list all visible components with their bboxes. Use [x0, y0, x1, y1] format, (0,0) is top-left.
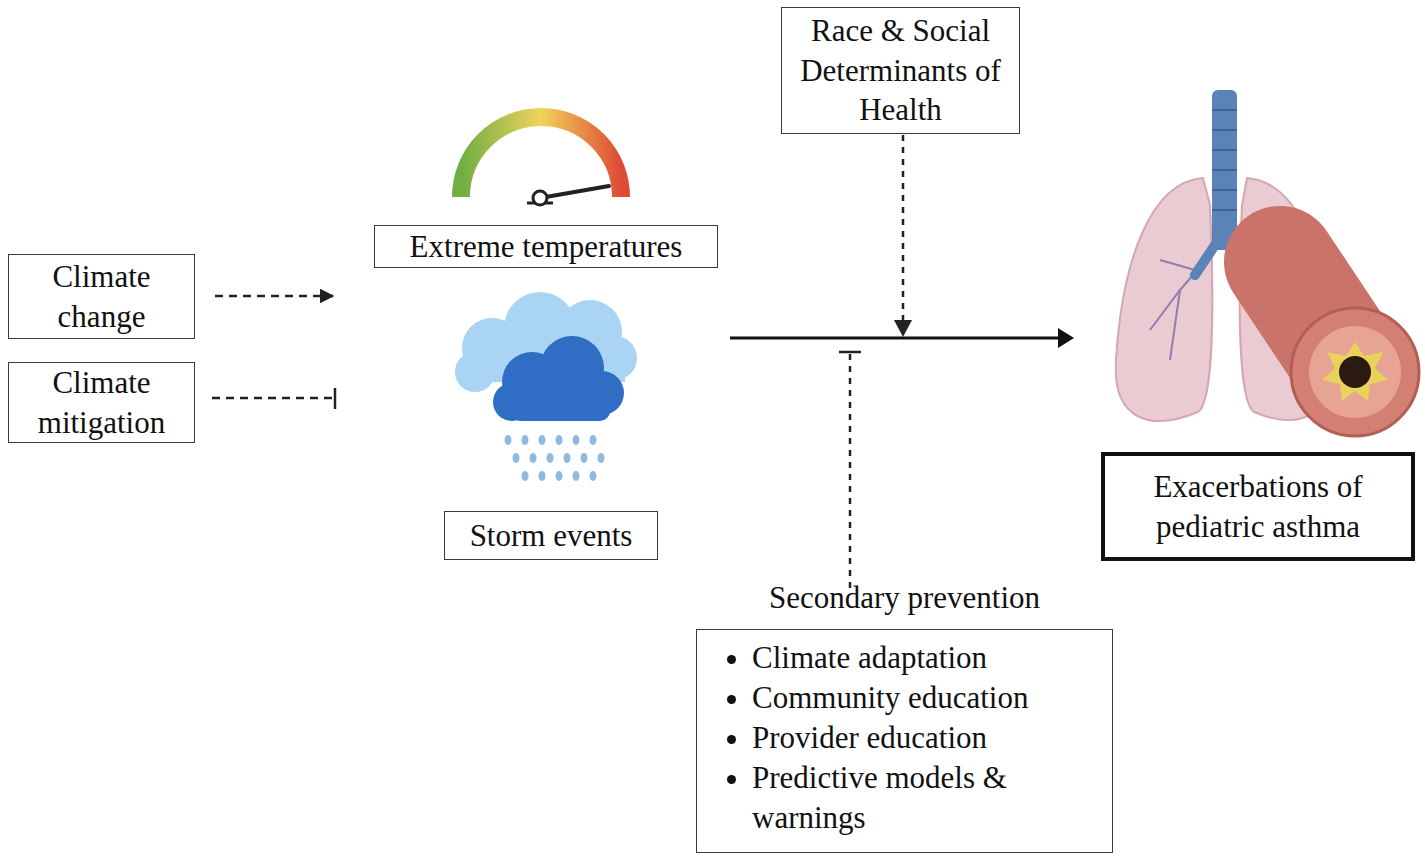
modifier-box: Race & Social Determinants of Health	[781, 7, 1020, 134]
bullet-item: Provider education	[752, 718, 1100, 758]
driver-box: Climate change	[8, 254, 195, 339]
outcome-box: Exacerbations of pediatric asthma	[1101, 452, 1415, 561]
bullet-item: Climate adaptation	[752, 638, 1100, 678]
box-label: Climate mitigation	[15, 363, 188, 442]
box-label: Exacerbations of pediatric asthma	[1119, 467, 1397, 546]
box-label: Race & Social Determinants of Health	[799, 11, 1002, 129]
exposure-box: Storm events	[444, 511, 658, 560]
bullet-item: Community education	[752, 678, 1100, 718]
bullet-text: Provider education	[752, 720, 987, 755]
lungs-illustration	[1116, 90, 1419, 436]
exposure-box: Extreme temperatures	[374, 225, 718, 268]
temperature-gauge	[461, 117, 621, 205]
storm-cloud	[455, 292, 637, 481]
bullet-text: Community education	[752, 680, 1028, 715]
pathway-arrows	[212, 135, 1074, 588]
box-label: Extreme temperatures	[410, 227, 683, 266]
prevention-box: Secondary preventionClimate adaptationCo…	[696, 629, 1113, 853]
bullet-list: Climate adaptationCommunity educationPro…	[697, 638, 1112, 838]
box-label: Storm events	[470, 516, 633, 555]
box-heading: Secondary prevention	[697, 578, 1112, 617]
bullet-text: Climate adaptation	[752, 640, 987, 675]
bullet-item: Predictive models & warnings	[752, 758, 1100, 838]
bullet-text: Predictive models & warnings	[752, 760, 1007, 835]
box-label: Climate change	[15, 257, 188, 336]
driver-box: Climate mitigation	[8, 362, 195, 443]
